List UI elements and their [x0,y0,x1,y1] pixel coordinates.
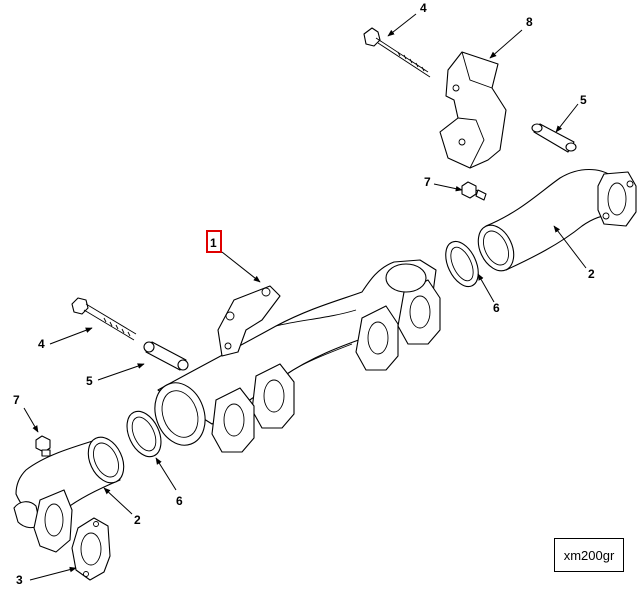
seal-ring-left-part [126,410,162,458]
spacer-top-part [531,123,577,153]
callout-6-top: 6 [493,301,500,315]
callout-2-left: 2 [134,513,141,527]
callout-5-left: 5 [86,374,93,388]
spacer-left-part [143,341,189,371]
bolt-left-part [71,297,137,341]
callout-4-left: 4 [38,337,45,351]
exhaust-manifold-part [154,259,441,453]
bolt-top-part [363,27,431,78]
callout-1-highlight-box [206,230,222,253]
callout-2-right: 2 [588,267,595,281]
plug-top-part [461,181,487,201]
figure-id-box: xm200gr [554,538,624,572]
gasket-part [71,517,111,581]
plug-left-part [35,435,51,457]
figure-id-label: xm200gr [563,547,615,563]
callout-5-top: 5 [580,93,587,107]
elbow-pipe-left-part [13,436,125,553]
bracket-part [439,51,507,169]
callout-7-top: 7 [424,175,431,189]
seal-ring-top-part [445,240,479,288]
callout-4-top: 4 [420,1,427,15]
elbow-pipe-top-part [477,168,637,272]
callout-7-left: 7 [13,393,20,407]
callout-3: 3 [16,573,23,587]
callout-6-left: 6 [176,494,183,508]
callout-8: 8 [526,15,533,29]
callout-1: 1 [210,236,217,250]
